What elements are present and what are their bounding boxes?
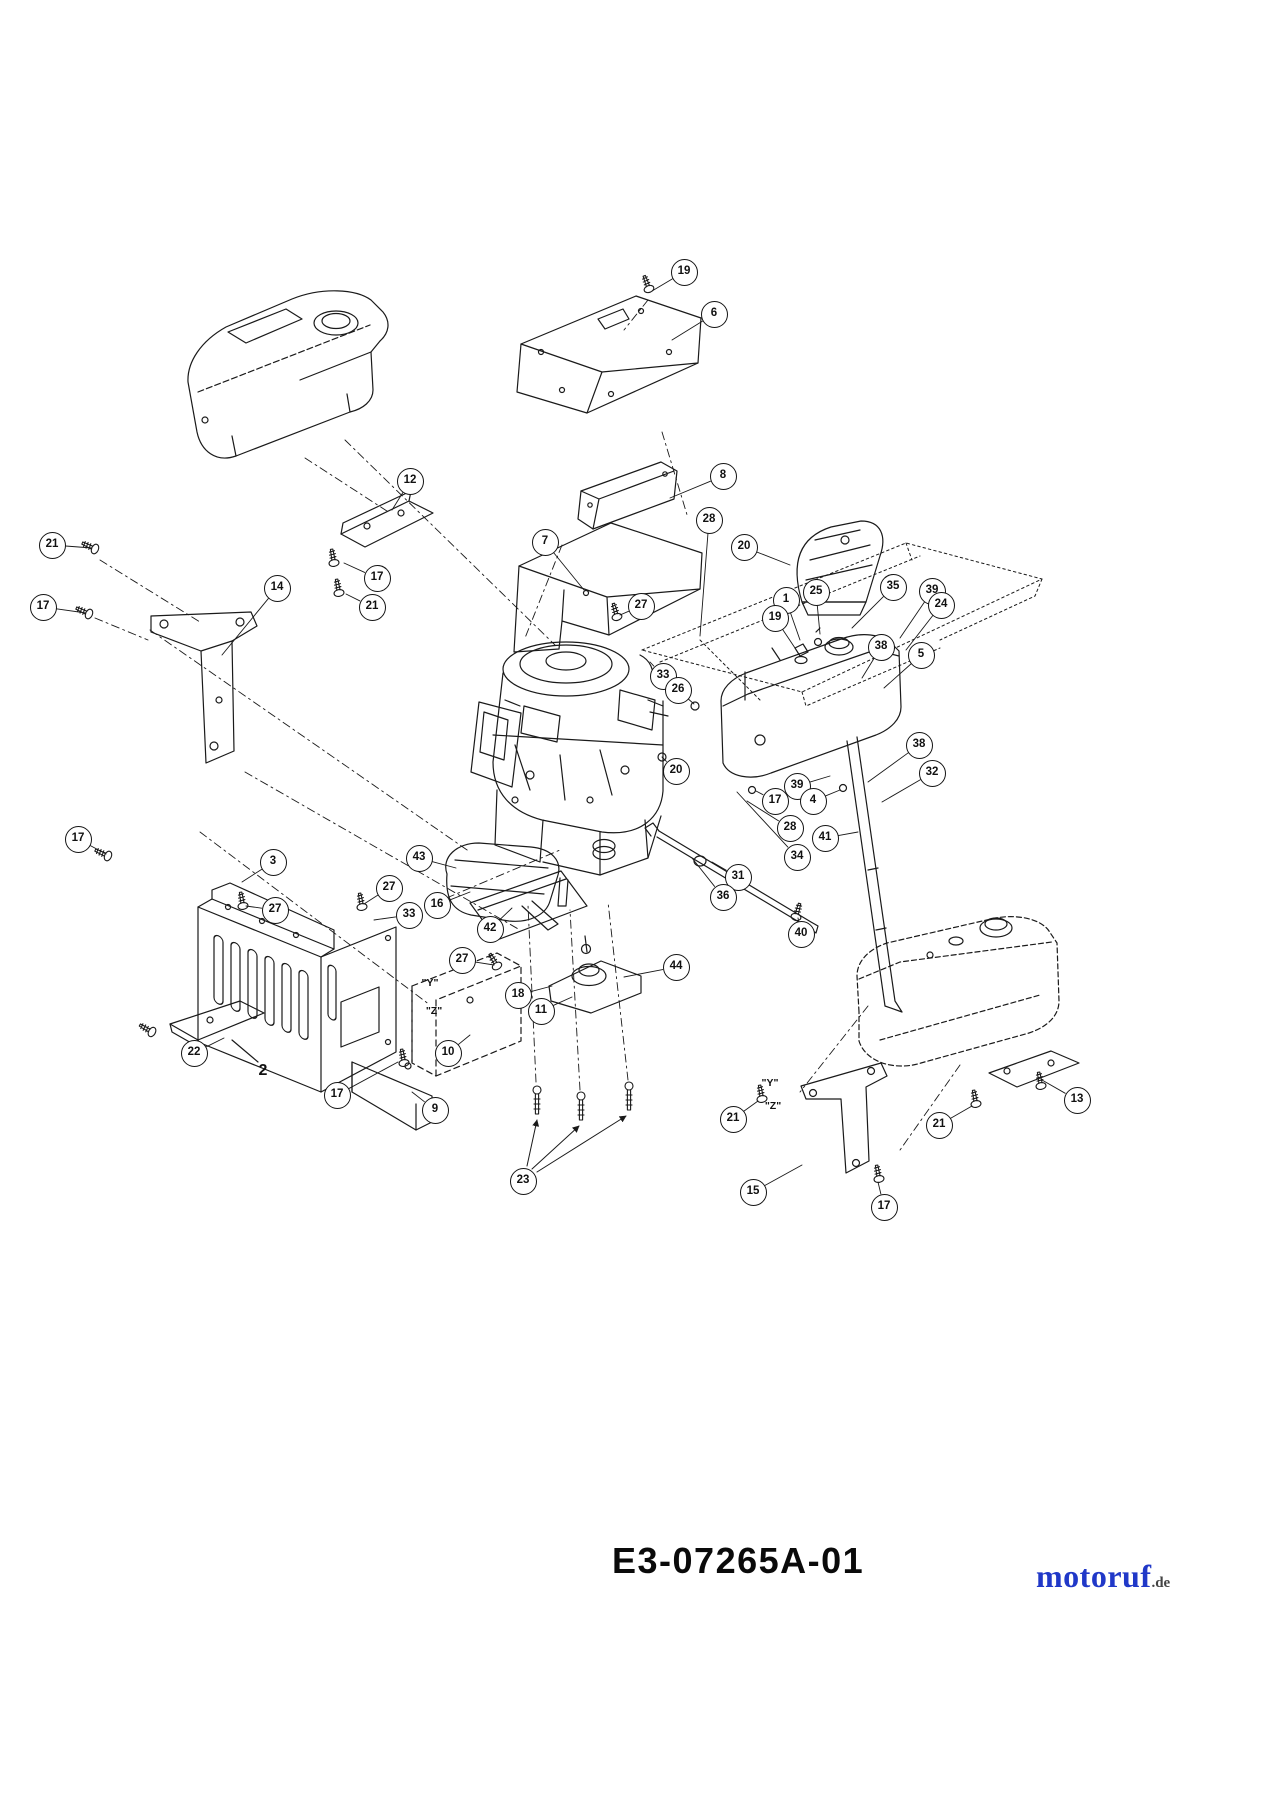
- callout-42: 42: [476, 915, 504, 943]
- callout-43: 43: [405, 844, 433, 872]
- top-cover-panel: [516, 295, 702, 414]
- callout-36: 36: [709, 883, 737, 911]
- callout-23: 23: [509, 1167, 537, 1195]
- callout-10: 10: [434, 1039, 462, 1067]
- callout-44: 44: [662, 953, 690, 981]
- aux-fuel-tank: [856, 916, 1060, 1067]
- support-strut: [846, 736, 903, 1013]
- callout-14: 14: [263, 574, 291, 602]
- support-bracket-left: [150, 611, 258, 764]
- callout-5: 5: [907, 641, 935, 669]
- callout-28: 28: [776, 814, 804, 842]
- bracket-panel: [577, 461, 678, 530]
- callout-17: 17: [323, 1081, 351, 1109]
- label-Y: "Y": [421, 977, 439, 989]
- drawing-code: E3-07265A-01: [612, 1540, 865, 1581]
- engine: [470, 641, 700, 907]
- label-Y: "Y": [761, 1077, 779, 1089]
- callout-21: 21: [925, 1111, 953, 1139]
- callout-1: 1: [772, 586, 800, 614]
- callout-27: 27: [261, 896, 289, 924]
- callout-28: 28: [695, 506, 723, 534]
- callout-38: 38: [905, 731, 933, 759]
- callout-3: 3: [259, 848, 287, 876]
- callout-34: 34: [783, 843, 811, 871]
- side-panel: [197, 882, 397, 1093]
- aux-tank-caps: [926, 917, 1013, 959]
- label-2: 2: [258, 1062, 268, 1079]
- callout-6: 6: [700, 300, 728, 328]
- tank-bracket: [800, 1062, 888, 1174]
- callout-21: 21: [38, 531, 66, 559]
- seat-bracket: [796, 520, 884, 616]
- callout-19: 19: [670, 258, 698, 286]
- callout-leader-lines: [55, 278, 1066, 1195]
- callout-17: 17: [64, 825, 92, 853]
- callout-12: 12: [396, 467, 424, 495]
- callout-17: 17: [363, 564, 391, 592]
- callout-7: 7: [531, 528, 559, 556]
- motoruf-logo: motoruf.de: [1036, 1558, 1170, 1595]
- callout-17: 17: [761, 787, 789, 815]
- callout-15: 15: [739, 1178, 767, 1206]
- callout-13: 13: [1063, 1086, 1091, 1114]
- construction-lines: [94, 299, 961, 1151]
- callout-24: 24: [927, 591, 955, 619]
- logo-brand: motoruf: [1036, 1558, 1152, 1594]
- logo-tld: .de: [1151, 1575, 1171, 1591]
- label-Z: "Z": [764, 1100, 782, 1112]
- callout-11: 11: [527, 997, 555, 1025]
- callout-20: 20: [730, 533, 758, 561]
- callout-38: 38: [867, 633, 895, 661]
- console-part: [187, 290, 389, 459]
- callout-26: 26: [664, 676, 692, 704]
- callout-19: 19: [761, 604, 789, 632]
- callout-35: 35: [879, 573, 907, 601]
- callout-9: 9: [421, 1096, 449, 1124]
- callout-27: 27: [375, 874, 403, 902]
- callout-21: 21: [719, 1105, 747, 1133]
- callout-4: 4: [799, 787, 827, 815]
- callout-18: 18: [504, 981, 532, 1009]
- callout-21: 21: [358, 593, 386, 621]
- callout-32: 32: [918, 759, 946, 787]
- callout-27: 27: [627, 592, 655, 620]
- callout-22: 22: [180, 1039, 208, 1067]
- callout-17: 17: [29, 593, 57, 621]
- callout-25: 25: [802, 578, 830, 606]
- bottom-bracket: [351, 1061, 433, 1131]
- callout-40: 40: [787, 920, 815, 948]
- mount-plate: [340, 490, 434, 548]
- callout-17: 17: [870, 1193, 898, 1221]
- callout-41: 41: [811, 824, 839, 852]
- callout-8: 8: [709, 462, 737, 490]
- callout-31: 31: [724, 863, 752, 891]
- callout-27: 27: [448, 946, 476, 974]
- frame-rails: [641, 542, 1043, 707]
- label-Z: "Z": [425, 1005, 443, 1017]
- callout-33: 33: [395, 901, 423, 929]
- callout-20: 20: [662, 757, 690, 785]
- callout-16: 16: [423, 891, 451, 919]
- tank-plate: [988, 1050, 1080, 1088]
- fastener-arrows: [526, 1115, 627, 1173]
- screws: [73, 273, 1048, 1184]
